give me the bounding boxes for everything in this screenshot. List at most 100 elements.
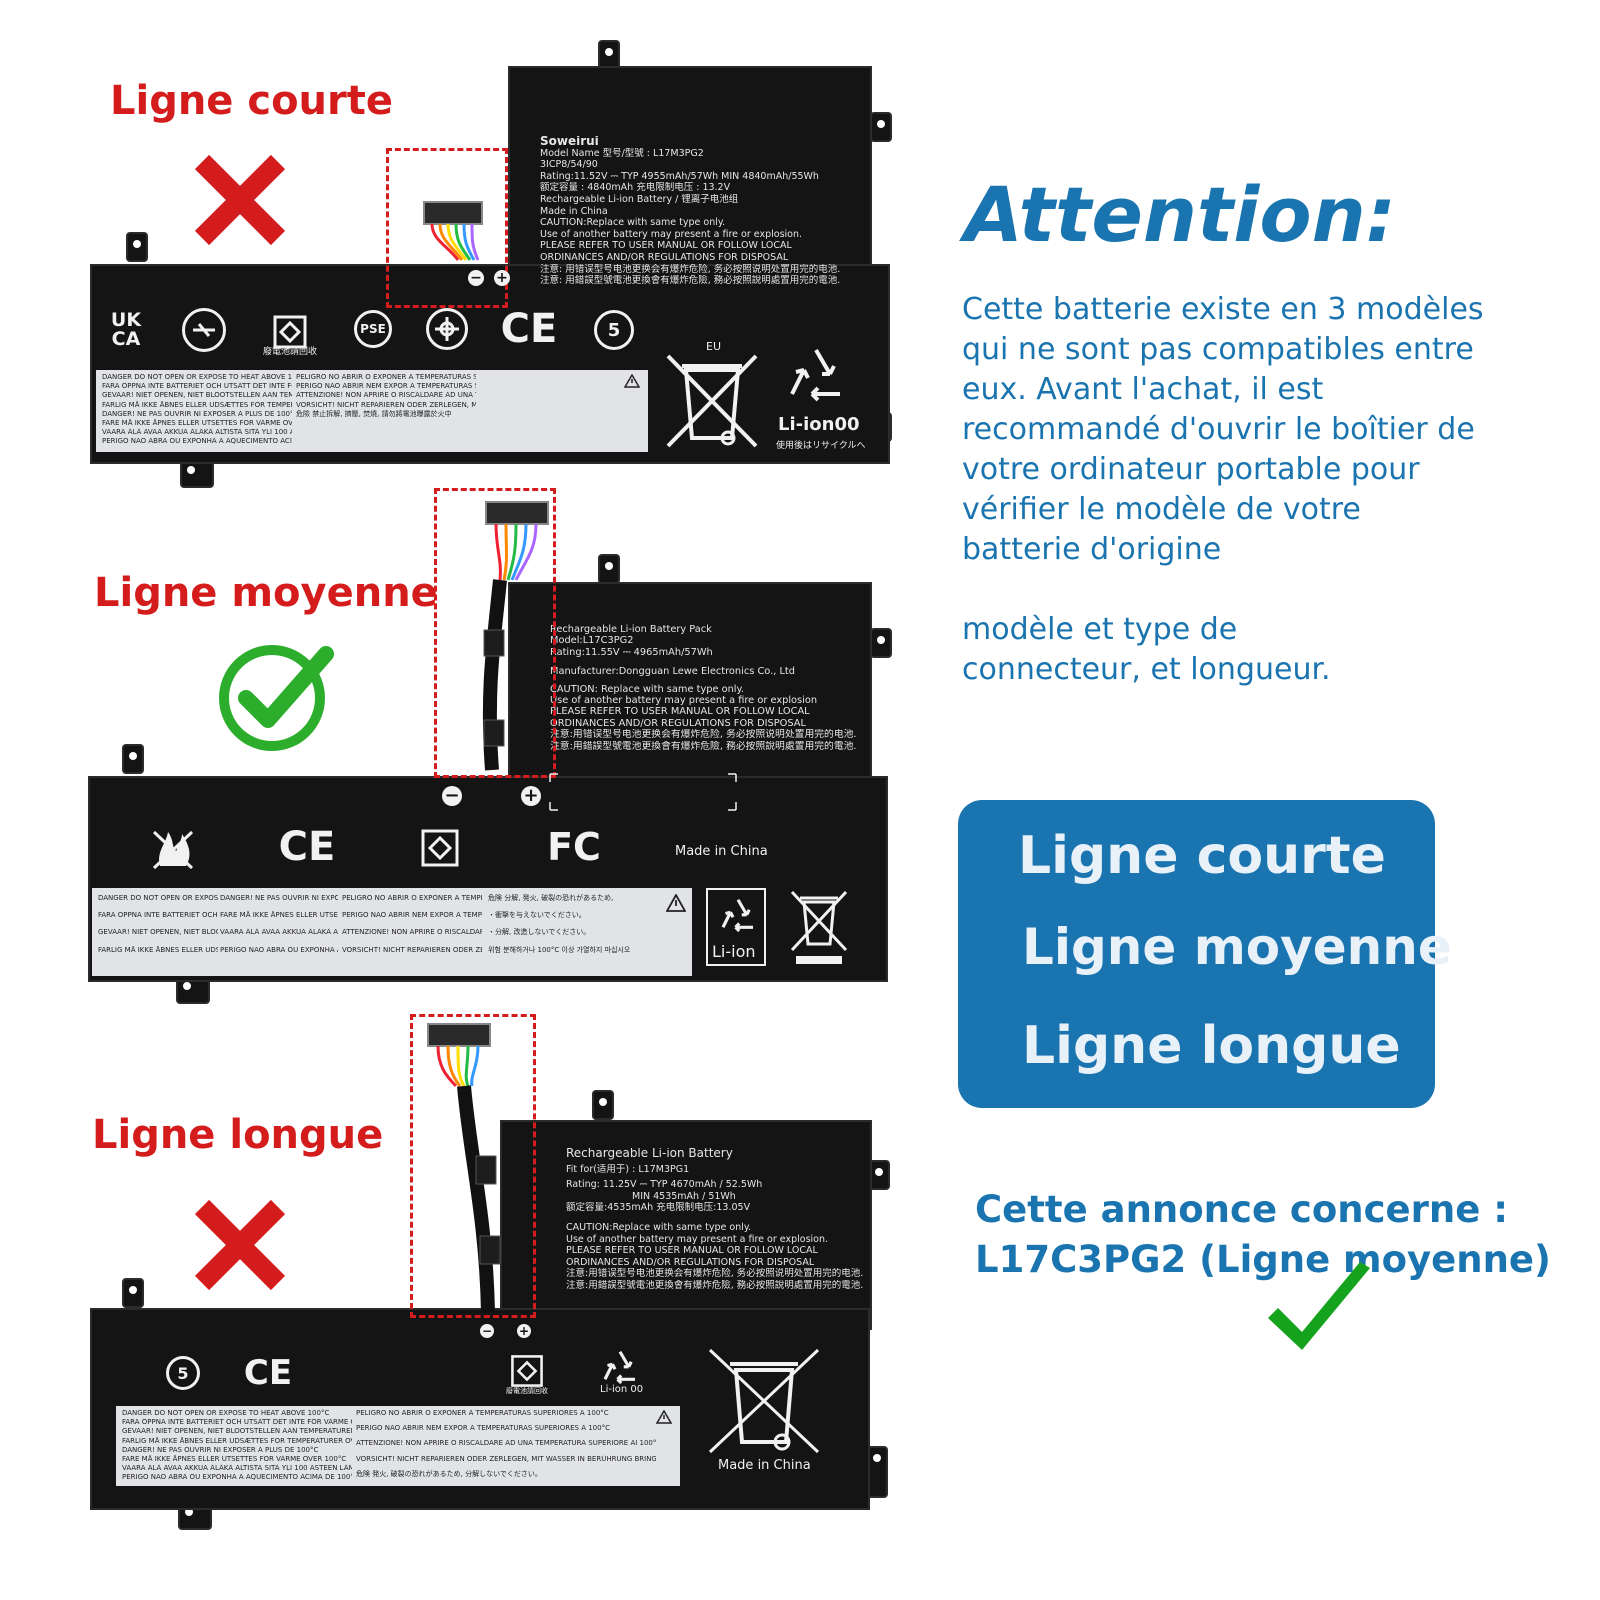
ce-mark-text: CE xyxy=(278,824,336,870)
li-ion-mark-text: Li-ion xyxy=(712,942,756,961)
spec-line: ORDINANCES AND/OR REGULATIONS FOR DISPOS… xyxy=(540,251,789,263)
recycle-5-text: 5 xyxy=(177,1363,189,1383)
li-ion-recycle-box: Li-ion xyxy=(706,888,766,966)
warning-line: PELIGRO NO ABRIR O EXPONER A TEMPERATURA… xyxy=(342,894,482,902)
attention-note-line: modèle et type de xyxy=(962,612,1238,647)
warning-line: DANGER! NE PAS OUVRIR NI EXPOSER À PLUS … xyxy=(102,409,292,418)
spec-line: Rechargeable Li-ion Battery Pack xyxy=(550,624,712,635)
battery-spec-label: Soweirui Model Name 型号/型號 : L17M3PG2 3IC… xyxy=(540,136,840,287)
spec-line: Rating:11.52V ⎓ TYP 4955mAh/57Wh MIN 484… xyxy=(540,170,819,182)
spec-line: 注意: 用錯誤型號電池更換會有爆炸危險, 務必按照說明處置用完的電池. xyxy=(540,275,841,287)
type-item-short: Ligne courte xyxy=(1018,826,1386,886)
spec-line: MIN 4535mAh / 51Wh xyxy=(632,1190,736,1202)
warning-line: PERIGO NÃO ABRA OU EXPONHA A AQUECIMENTO… xyxy=(122,1473,352,1482)
mount-tab xyxy=(126,232,148,262)
attention-line: Cette batterie existe en 3 modèles xyxy=(962,292,1484,327)
mount-tab xyxy=(870,628,892,658)
ce-mark-text: CE xyxy=(500,306,558,352)
listing-line: L17C3PG2 (Ligne moyenne) xyxy=(975,1238,1551,1281)
attention-line: recommandé d'ouvrir le boîtier de xyxy=(962,412,1475,447)
mount-tab xyxy=(122,744,144,774)
warning-line: DANGER DO NOT OPEN OR EXPOSE TO HEAT ABO… xyxy=(98,894,218,902)
fcc-mark-icon: FC xyxy=(544,822,604,872)
recycle-cn-icon xyxy=(506,1350,548,1392)
warning-line: 危険 発火, 破裂の恐れがあるため, 分解しないでください。 xyxy=(356,1469,542,1478)
connector-highlight-frame xyxy=(386,148,508,308)
warning-line: ATTENZIONE! NON APRIRE O RISCALDARE AD U… xyxy=(342,928,482,937)
warning-line: VAARA ÄLÄ AVAA AKKUA ÄLÄKÄ ALTISTA SITÄ … xyxy=(220,928,338,937)
warning-line: PERIGO NÃO ABRA OU EXPONHA A AQUECIMENTO… xyxy=(220,945,338,954)
made-in-text: Made in China xyxy=(675,844,768,859)
warning-line: PERIGO NÃO ABRIR NEM EXPOR A TEMPERATURA… xyxy=(356,1424,610,1433)
brand-name: Soweirui xyxy=(540,136,599,148)
positive-terminal-icon: + xyxy=(517,1324,531,1338)
recycle-icon xyxy=(721,898,753,933)
warning-triangle-icon xyxy=(656,1410,672,1424)
check-circle-icon xyxy=(219,645,334,751)
warning-line: FARE MÅ IKKE ÅPNES ELLER UTSETTES FOR VÄ… xyxy=(220,911,338,920)
spec-line: Model:L17C3PG2 xyxy=(550,635,634,647)
warning-line: FARE MÅ IKKE ÅPNES ELLER UTSETTES FOR VÄ… xyxy=(102,419,292,428)
spec-line: 注意:用错误型号电池更换会有爆炸危险, 务必按照说明处置用完的电池. xyxy=(566,1268,864,1280)
recycle-cn-text: 廢電池請回收 xyxy=(262,347,317,357)
warning-line: GEVAAR! NIET OPENEN, NIET BLOOTSTELLEN A… xyxy=(122,1427,352,1436)
recycle-icon xyxy=(603,1350,635,1385)
spec-line: Use of another battery may present a fir… xyxy=(540,228,803,240)
spec-line: Use of another battery may present a fir… xyxy=(566,1233,829,1245)
cross-icon xyxy=(194,154,286,246)
eu-mark-text: EU xyxy=(706,340,722,353)
warning-line: FARA ÖPPNA INTE BATTERIET OCH UTSÄTT DET… xyxy=(122,1418,352,1427)
warning-line: GEVAAR! NIET OPENEN, NIET BLOOTSTELLEN A… xyxy=(98,928,218,937)
negative-terminal-icon: − xyxy=(480,1324,494,1338)
warning-line: FARA ÖPPNA INTE BATTERIET OCH UTSÄTT DET… xyxy=(98,911,218,920)
spec-line: 注意: 用错误型号电池更换会有爆炸危险, 务必按照说明处置用完的电池. xyxy=(540,263,841,275)
type-item-long: Ligne longue xyxy=(1022,1016,1401,1076)
warning-triangle-icon xyxy=(624,374,640,388)
label-area-brackets xyxy=(549,773,737,811)
attention-line: votre ordinateur portable pour xyxy=(962,452,1420,487)
ukca-mark-text: UK CA xyxy=(110,309,142,350)
spec-line: 3ICP8/54/90 xyxy=(540,159,598,171)
warning-line: DANGER DO NOT OPEN OR EXPOSE TO HEAT ABO… xyxy=(122,1409,330,1417)
warning-line: 위험 분해하거나 100°C 이상 가열하지 마십시오 xyxy=(488,945,631,954)
attention-line: eux. Avant l'achat, il est xyxy=(962,372,1324,407)
bin-underline xyxy=(796,956,842,964)
spec-line: Made in China xyxy=(540,205,608,217)
mount-tab xyxy=(598,554,620,584)
recycle-jp-text: 使用後はリサイクルへ xyxy=(776,441,866,451)
attention-note: modèle et type de connecteur, et longueu… xyxy=(962,610,1331,690)
ce-mark-icon: CE xyxy=(240,1350,296,1396)
spec-line: Use of another battery may present a fir… xyxy=(550,695,818,707)
warning-line: VAARA ÄLÄ AVAA AKKUA ÄLÄKÄ ALTISTA SITÄ … xyxy=(122,1464,352,1473)
spec-line: Manufacturer:Dongguan Lewe Electronics C… xyxy=(550,666,795,678)
type-item-medium: Ligne moyenne xyxy=(1022,918,1452,976)
battery-cell-block xyxy=(508,66,872,296)
ce-mark-icon: CE xyxy=(276,822,338,872)
recycle-5-text: 5 xyxy=(607,319,621,341)
safety-mark-icon xyxy=(426,308,468,350)
recycle-5-icon: 5 xyxy=(166,1356,200,1390)
connector-highlight-frame xyxy=(410,1014,536,1318)
pse-mark-text: PSE xyxy=(360,322,386,336)
spec-line: CAUTION: Replace with same type only. xyxy=(550,683,745,695)
spec-line: Rechargeable Li-ion Battery xyxy=(566,1148,733,1160)
warning-line: FARLIG MÅ IKKE ÅBNES ELLER UDSÆTTES FOR … xyxy=(122,1436,352,1445)
warning-line: PERIGO NÃO ABRIR NEM EXPOR A TEMPERATURA… xyxy=(296,382,476,391)
recycle-cn-text: 廢電池請回收 xyxy=(506,1387,548,1395)
connector-cable-icon xyxy=(423,201,483,261)
connector-cable-icon xyxy=(427,1023,501,1313)
made-in-text: Made in China xyxy=(718,1458,811,1473)
attention-body: Cette batterie existe en 3 modèles qui n… xyxy=(962,290,1562,570)
mount-tab xyxy=(592,1090,614,1120)
warning-line: FARE MÅ IKKE ÅPNES ELLER UTSETTES FOR VÄ… xyxy=(122,1455,347,1464)
spec-line: Fit for(适用于) : L17M3PG1 xyxy=(566,1163,690,1175)
fire-hazard-icon xyxy=(152,830,194,870)
crossed-bin-icon xyxy=(666,354,758,448)
warning-line: DANGER! NE PAS OUVRIR NI EXPOSER À PLUS … xyxy=(122,1445,319,1454)
warning-line: ・分解, 改造しないでください。 xyxy=(488,928,591,937)
spec-line: CAUTION:Replace with same type only. xyxy=(566,1221,752,1233)
spec-line: Model Name 型号/型號 : L17M3PG2 xyxy=(540,147,704,159)
warning-line: PERIGO NÃO ABRIR NEM EXPOR A TEMPERATURA… xyxy=(342,911,482,920)
warning-line: PELIGRO NO ABRIR O EXPONER A TEMPERATURA… xyxy=(296,373,476,381)
connector-highlight-frame xyxy=(434,488,556,778)
